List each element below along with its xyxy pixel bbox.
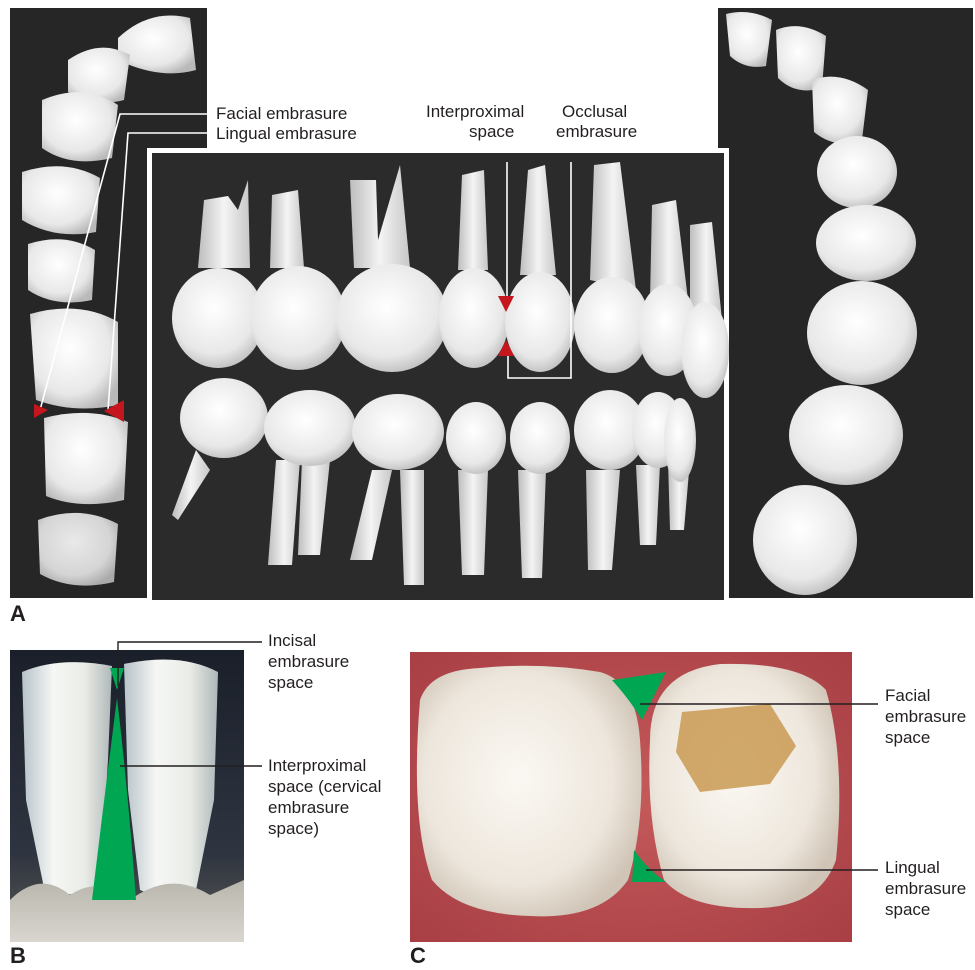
panel-letter-c: C [410,945,426,967]
label-lingual-c-line3: space [885,900,930,920]
label-facial-c-line1: Facial [885,686,930,706]
left-molar [417,666,642,917]
label-facial-c-line2: embrasure [885,707,966,727]
label-lingual-c-line1: Lingual [885,858,940,878]
label-lingual-c-line2: embrasure [885,879,966,899]
label-facial-c-line3: space [885,728,930,748]
